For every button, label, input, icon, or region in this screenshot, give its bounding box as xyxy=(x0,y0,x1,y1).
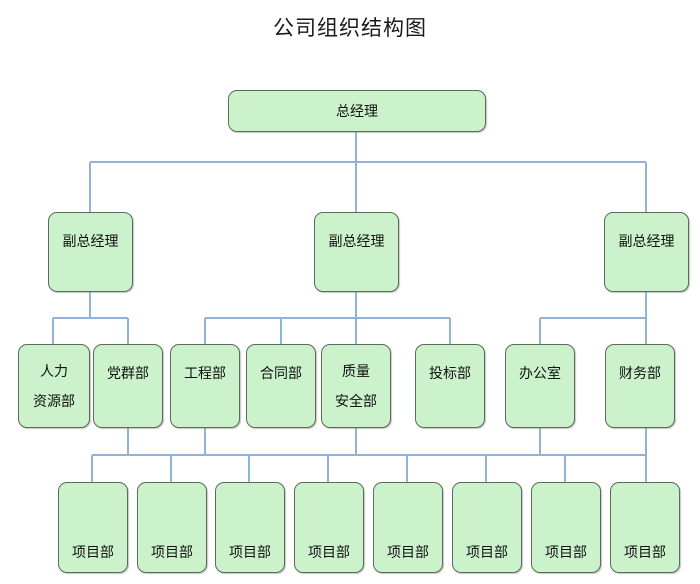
node-label: 合同部 xyxy=(260,365,302,381)
node-label: 副总经理 xyxy=(618,233,675,249)
node-human-resources-department[interactable]: 人力 资源部 xyxy=(18,344,90,428)
node-project-department-3[interactable]: 项目部 xyxy=(215,482,285,573)
node-deputy-general-manager-1[interactable]: 副总经理 xyxy=(48,212,133,292)
node-label: 副总经理 xyxy=(62,233,119,249)
node-label: 项目部 xyxy=(387,544,429,560)
node-label: 办公室 xyxy=(519,365,561,381)
node-deputy-general-manager-2[interactable]: 副总经理 xyxy=(314,212,399,292)
node-project-department-7[interactable]: 项目部 xyxy=(531,482,601,573)
node-label: 总经理 xyxy=(336,103,378,119)
node-party-affairs-department[interactable]: 党群部 xyxy=(93,344,163,428)
node-label: 财务部 xyxy=(619,365,661,381)
node-label: 投标部 xyxy=(429,365,471,381)
node-label: 项目部 xyxy=(545,544,587,560)
node-label: 项目部 xyxy=(72,544,114,560)
node-label: 人力 资源部 xyxy=(33,363,75,409)
node-label: 质量 安全部 xyxy=(335,363,377,409)
node-office[interactable]: 办公室 xyxy=(505,344,575,428)
node-project-department-8[interactable]: 项目部 xyxy=(610,482,680,573)
node-project-department-2[interactable]: 项目部 xyxy=(137,482,207,573)
node-project-department-5[interactable]: 项目部 xyxy=(373,482,443,573)
page-title: 公司组织结构图 xyxy=(273,17,427,40)
node-project-department-1[interactable]: 项目部 xyxy=(58,482,128,573)
node-general-manager[interactable]: 总经理 xyxy=(228,90,486,132)
node-project-department-4[interactable]: 项目部 xyxy=(294,482,364,573)
node-label: 项目部 xyxy=(466,544,508,560)
node-label: 工程部 xyxy=(184,365,226,381)
node-quality-safety-department[interactable]: 质量 安全部 xyxy=(321,344,391,428)
node-engineering-department[interactable]: 工程部 xyxy=(170,344,240,428)
node-project-department-6[interactable]: 项目部 xyxy=(452,482,522,573)
node-label: 项目部 xyxy=(151,544,193,560)
node-bidding-department[interactable]: 投标部 xyxy=(415,344,485,428)
node-label: 项目部 xyxy=(308,544,350,560)
node-label: 副总经理 xyxy=(328,233,385,249)
node-deputy-general-manager-3[interactable]: 副总经理 xyxy=(604,212,689,292)
node-finance-department[interactable]: 财务部 xyxy=(605,344,675,428)
node-label: 项目部 xyxy=(229,544,271,560)
node-label: 项目部 xyxy=(624,544,666,560)
node-contract-department[interactable]: 合同部 xyxy=(246,344,316,428)
node-label: 党群部 xyxy=(107,365,149,381)
